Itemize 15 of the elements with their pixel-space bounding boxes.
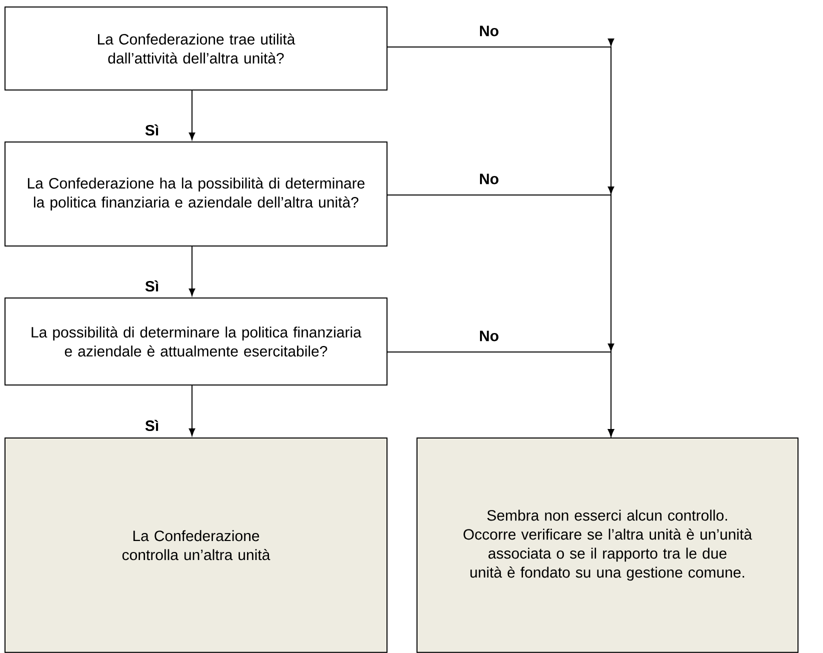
edge-label: Sì [145, 124, 158, 136]
edge-label: Sì [145, 420, 158, 432]
result-box: Sembra non esserci alcun controllo. Occorre verificare se l’altra unità è un’unità associata o se il rapporto tra le due unità è fondato su una gestione comune. [416, 437, 798, 653]
arrow [188, 246, 196, 296]
edge-label: No [480, 26, 498, 36]
arrow [387, 344, 614, 436]
question-box: La possibilità di determinare la politica finanziaria e aziendale è attualmente esercitabile? [4, 298, 388, 386]
result-box: La Confederazione controlla un’altra unità [4, 437, 388, 653]
question-box: La Confederazione trae utilità dall’attività dell’altra unità? [4, 6, 388, 90]
question-box: La Confederazione ha la possibilità di determinare la politica finanziaria e aziendale dell’altra unità? [4, 142, 388, 246]
edge-label: Sì [145, 280, 158, 292]
edge-label: No [480, 174, 498, 184]
edge-label: No [480, 330, 498, 342]
arrow [188, 90, 196, 140]
arrow [188, 384, 196, 436]
